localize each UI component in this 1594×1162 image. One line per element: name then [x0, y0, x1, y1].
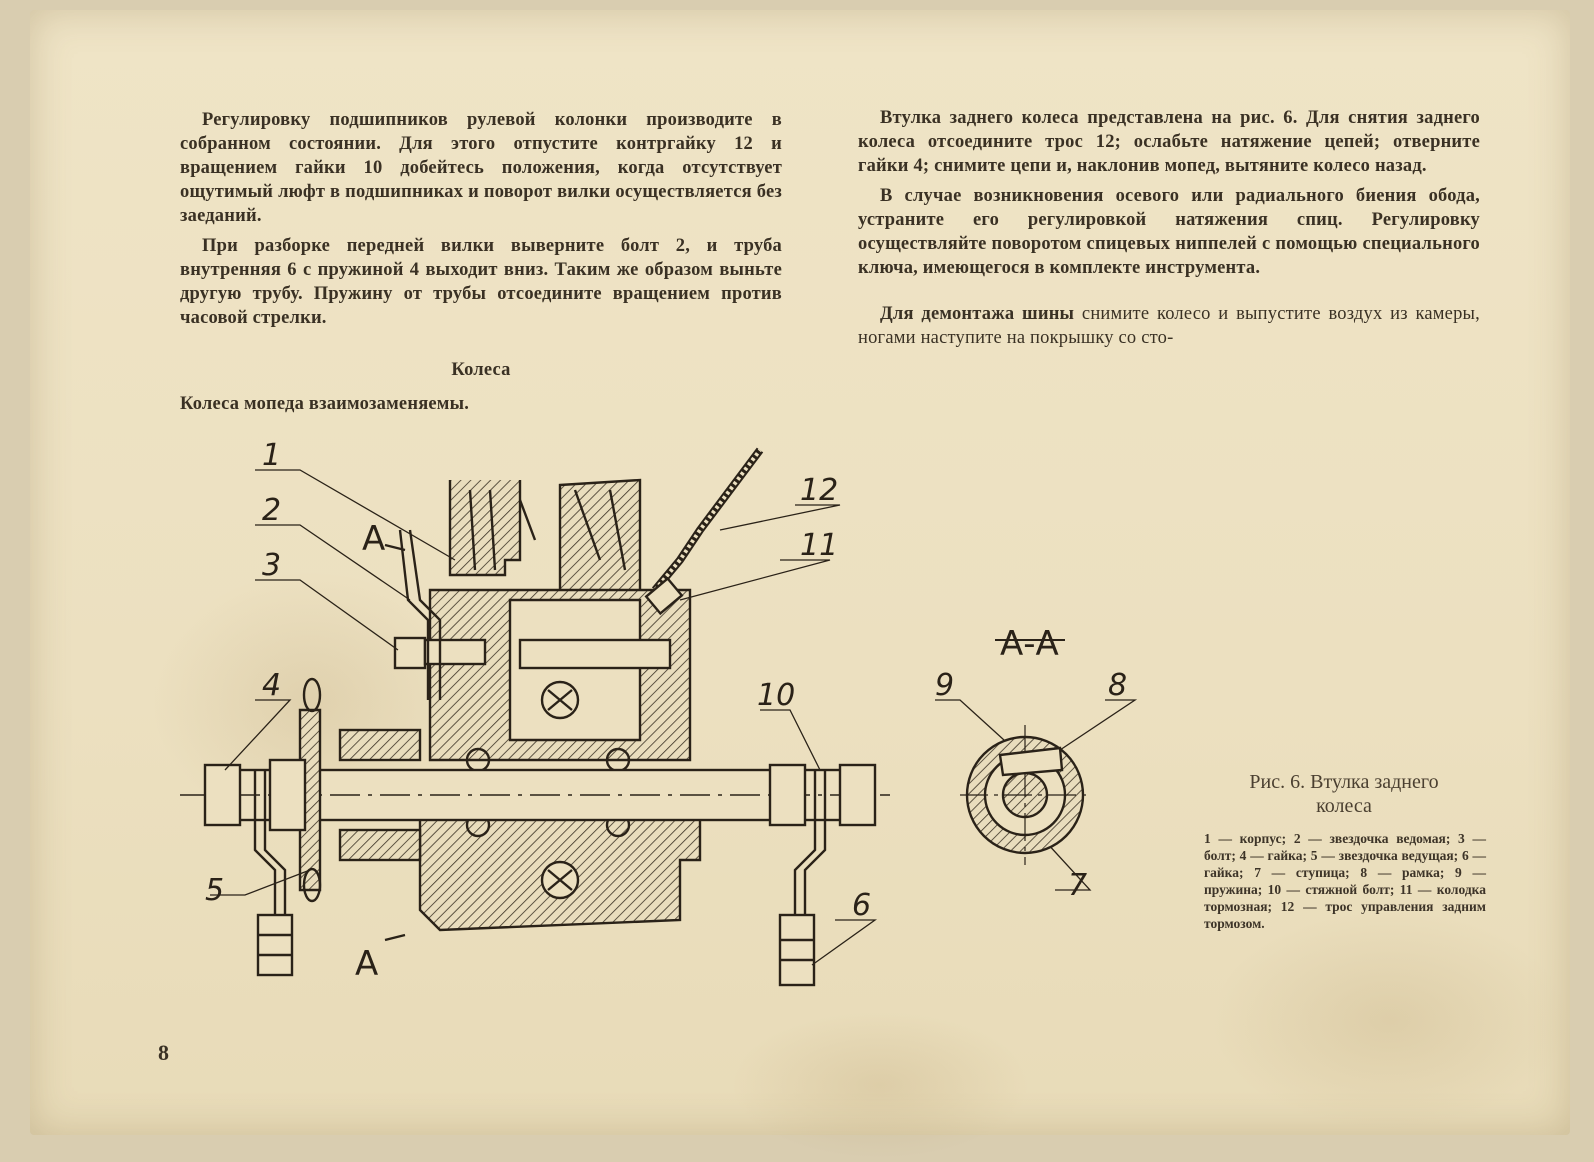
page-number: 8 [158, 1040, 169, 1065]
label-6: 6 [852, 888, 871, 923]
right-text-column: Втулка заднего колеса представлена на ри… [858, 106, 1480, 356]
paragraph: Для демонтажа шины снимите колесо и выпу… [858, 302, 1480, 350]
paragraph-rest: снимите колесо и выпустите воздух из кам… [858, 304, 1480, 348]
paragraph: Регулировку подшипников рулевой колонки … [180, 110, 782, 226]
figure-legend: 1 — корпус; 2 — звездочка ведомая; 3 — б… [1204, 831, 1486, 931]
section-mark-a-top: A [362, 519, 385, 559]
section-mark-a-bottom: A [355, 944, 378, 984]
label-10: 10 [757, 678, 795, 713]
left-text-column: Регулировку подшипников рулевой колонки … [180, 108, 782, 422]
label-9: 9 [935, 668, 954, 703]
section-title: А-А [1000, 624, 1059, 664]
paper-stain [730, 1010, 1030, 1160]
section-a-a [960, 639, 1090, 865]
label-4: 4 [262, 668, 281, 703]
label-5: 5 [205, 873, 224, 908]
figure-caption-title: Рис. 6. Втулка заднего колеса [1249, 771, 1439, 817]
label-2: 2 [262, 493, 281, 528]
hub-cross-section [180, 447, 890, 987]
paragraph: Втулка заднего колеса представлена на ри… [858, 108, 1480, 176]
paragraph: При разборке передней вилки выверните бо… [180, 236, 782, 328]
label-7: 7 [1068, 868, 1087, 903]
label-3: 3 [262, 548, 281, 583]
label-12: 12 [800, 473, 838, 508]
label-8: 8 [1108, 668, 1127, 703]
label-1: 1 [262, 438, 281, 473]
leader-lines [210, 469, 1138, 966]
paragraph: В случае возникновения осевого или радиа… [858, 186, 1480, 278]
section-heading: Колеса [451, 360, 511, 380]
paragraph: Колеса мопеда взаимозаменяемы. [180, 394, 470, 414]
bold-lead: Для демонтажа шины [880, 304, 1075, 324]
paper-stain [1210, 910, 1570, 1130]
label-11: 11 [800, 528, 838, 563]
